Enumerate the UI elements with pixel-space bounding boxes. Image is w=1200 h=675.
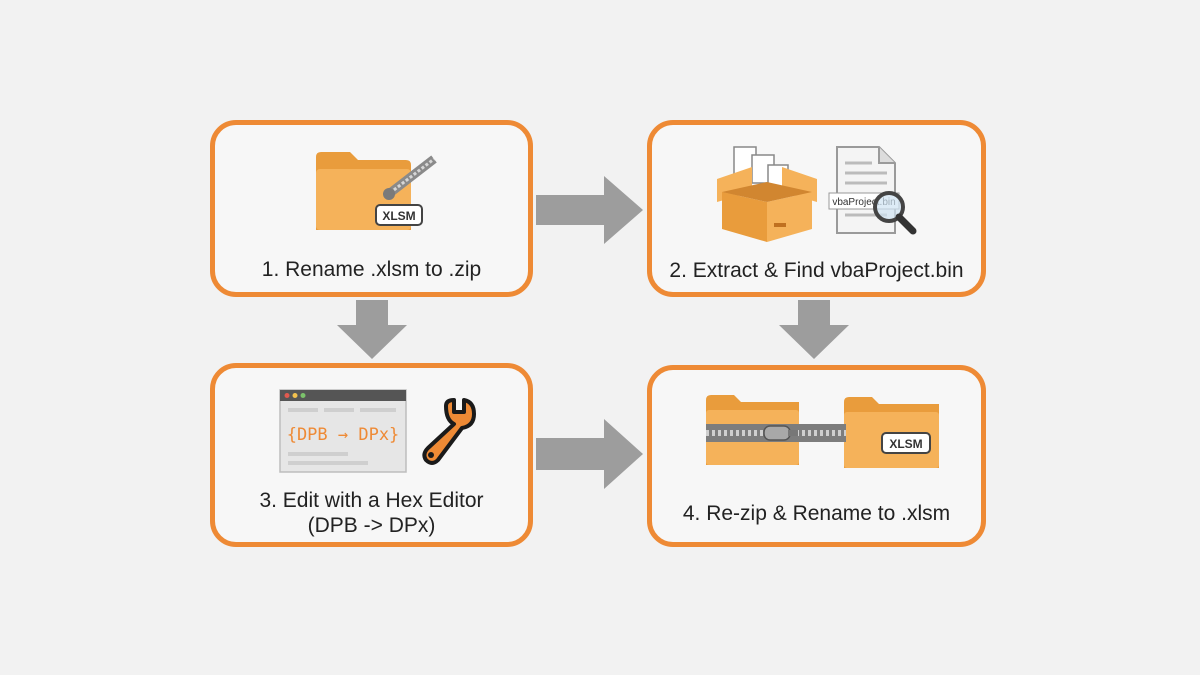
step-1-title-text: 1. Rename .xlsm to .zip: [261, 258, 482, 281]
step-4-title: 4. Re-zip & Rename to .xlsm: [652, 501, 981, 526]
step-4-title-text: 4. Re-zip & Rename to .xlsm: [682, 502, 951, 525]
arrow-down-right: [779, 300, 849, 359]
magnifier-icon: [873, 191, 917, 235]
step-3-card: {DPB → DPx} 3. Edit with a Hex Editor (D…: [210, 363, 533, 547]
box-icon: [717, 146, 817, 242]
step-3-subtitle-text: (DPB -> DPx): [307, 514, 436, 537]
step-3-title-text: 3. Edit with a Hex Editor: [259, 489, 484, 512]
step-3-title: 3. Edit with a Hex Editor (DPB -> DPx): [215, 488, 528, 538]
arrow-right-top: [536, 176, 643, 244]
code-text: {DPB → DPx}: [287, 425, 400, 445]
xlsm-badge: [881, 432, 931, 454]
zipped-folders-icon: XLSM: [706, 395, 939, 468]
editor-window-icon: {DPB → DPx}: [279, 389, 407, 473]
zipper-icon: [383, 155, 437, 200]
document-icon: vbaProject.bin: [828, 146, 917, 235]
step-4-card: XLSM 4. Re-zip & Rename to .xlsm: [647, 365, 986, 547]
step-1-title: 1. Rename .xlsm to .zip: [215, 257, 528, 282]
step-2-title: 2. Extract & Find vbaProject.bin: [652, 258, 981, 283]
step-1-card: XLSM 1. Rename .xlsm to .zip: [210, 120, 533, 297]
zipper-icon: [706, 424, 846, 442]
xlsm-badge: [375, 204, 423, 226]
xlsm-badge-label: XLSM: [382, 209, 415, 223]
wrench-icon: [422, 398, 476, 465]
step-2-card: vbaProject.bin 2. Extract & Find vbaProj…: [647, 120, 986, 297]
file-label: vbaProject.bin: [832, 197, 895, 208]
step-2-title-text: 2. Extract & Find vbaProject.bin: [669, 259, 964, 282]
folder-icon: XLSM: [316, 152, 437, 230]
arrow-down-left: [337, 300, 407, 359]
xlsm-badge-label: XLSM: [889, 437, 922, 451]
arrow-right-bottom: [536, 419, 643, 489]
